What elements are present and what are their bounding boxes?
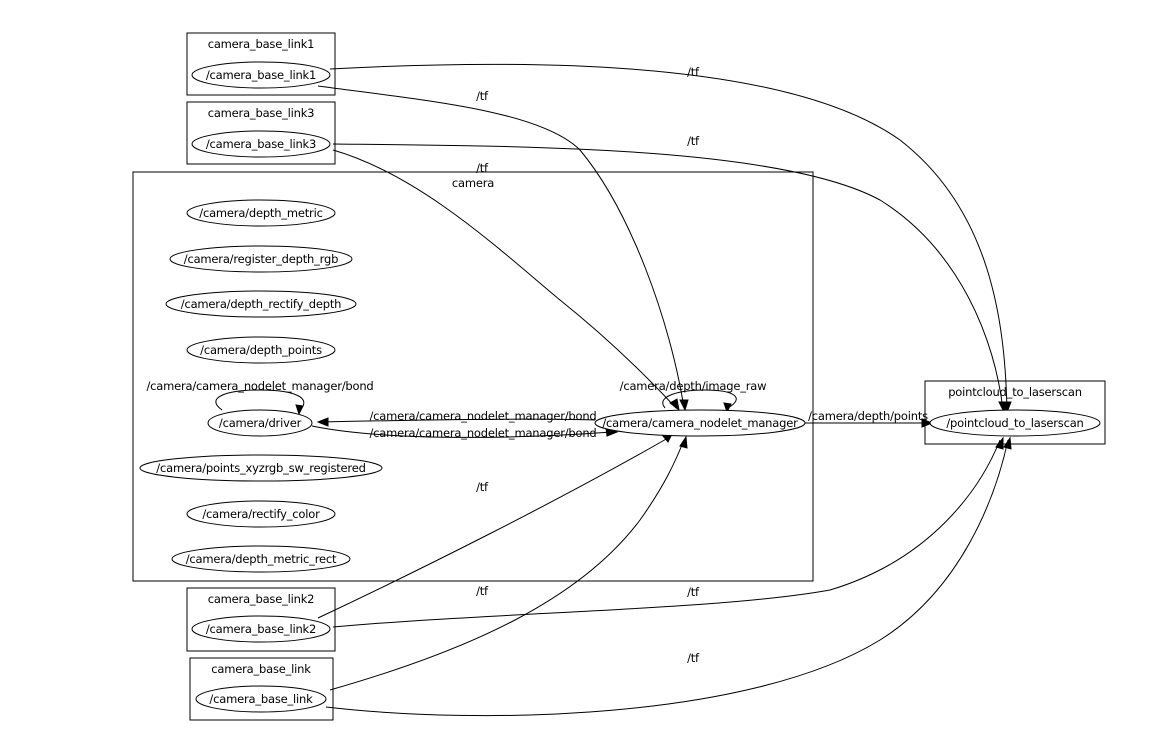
node-driver[interactable]: /camera/driver xyxy=(207,409,313,437)
node-label: /camera/points_xyzrgb_sw_registered xyxy=(156,461,365,475)
edge-tf-link3-to-pcl xyxy=(332,143,1004,411)
node-ellipse xyxy=(594,409,806,437)
edge-bond-driver-self xyxy=(215,389,305,411)
edge-label-depth-points: /camera/depth/points xyxy=(808,409,928,423)
cluster-box xyxy=(924,380,1106,445)
node-label: /camera/register_depth_rgb xyxy=(184,252,338,266)
arrowhead xyxy=(316,417,329,427)
arrowhead xyxy=(295,404,304,416)
cluster-box xyxy=(186,587,336,652)
node-label: /camera_base_link2 xyxy=(206,622,316,636)
node-label: /camera/depth_rectify_depth xyxy=(181,297,341,311)
edge-label-tf: /tf xyxy=(687,134,700,148)
edge-tf-link3-to-manager xyxy=(332,149,677,409)
cluster-box xyxy=(186,32,336,96)
cluster-camera-base-link3: camera_base_link3 xyxy=(186,101,336,165)
edge-label-tf: /tf xyxy=(687,65,700,79)
node-camera-base-link3[interactable]: /camera_base_link3 xyxy=(191,130,331,158)
edge-tf-link1-to-manager xyxy=(317,85,685,409)
edge-label-bond-to-driver: /camera/camera_nodelet_manager/bond xyxy=(369,409,596,423)
edge-bond-driver-to-manager xyxy=(311,425,613,438)
node-camera-base-link1[interactable]: /camera_base_link1 xyxy=(191,61,331,89)
arrowhead xyxy=(679,399,689,412)
cluster-label: camera xyxy=(452,176,494,190)
arrowhead xyxy=(998,401,1008,414)
node-ellipse xyxy=(195,685,327,713)
cluster-pointcloud-to-laserscan: pointcloud_to_laserscan xyxy=(924,380,1106,445)
node-ellipse xyxy=(139,454,383,482)
cluster-camera: camera xyxy=(132,171,814,582)
edge-bond-manager-to-driver xyxy=(319,418,596,423)
edge-label-tf: /tf xyxy=(476,480,489,494)
arrowhead xyxy=(921,418,934,428)
edge-tf-link2-to-manager xyxy=(317,437,669,619)
node-depth-metric-rect[interactable]: /camera/depth_metric_rect xyxy=(171,545,351,573)
node-ellipse xyxy=(207,409,313,437)
node-camera-base-link[interactable]: /camera_base_link xyxy=(195,685,327,713)
edge-label-tf: /tf xyxy=(687,585,700,599)
edge-label-tf: /tf xyxy=(476,161,489,175)
node-label: /camera/depth_metric xyxy=(199,206,322,220)
edge-tf-link1-to-pcl xyxy=(329,63,1008,411)
node-rectify-color[interactable]: /camera/rectify_color xyxy=(186,500,336,528)
arrowhead xyxy=(995,436,1004,450)
node-camera-nodelet-manager[interactable]: /camera/camera_nodelet_manager xyxy=(594,409,806,437)
edge-label-bond-to-manager: /camera/camera_nodelet_manager/bond xyxy=(369,426,596,440)
node-label: /camera/depth_points xyxy=(200,343,322,357)
cluster-camera-base-link1: camera_base_link1 xyxy=(186,32,336,96)
edge-label-bond-self: /camera/camera_nodelet_manager/bond xyxy=(146,379,373,393)
node-ellipse xyxy=(186,336,336,364)
arrowhead xyxy=(1003,436,1012,450)
cluster-box xyxy=(186,101,336,165)
edge-image-raw-self xyxy=(662,389,737,409)
edge-label-image-raw: /camera/depth/image_raw xyxy=(620,379,767,393)
edge-tf-base-to-manager xyxy=(329,439,685,691)
cluster-label: camera_base_link2 xyxy=(208,592,315,606)
node-depth-metric[interactable]: /camera/depth_metric xyxy=(186,199,336,227)
arrowhead xyxy=(723,402,732,414)
cluster-box xyxy=(132,171,814,582)
node-ellipse xyxy=(191,130,331,158)
edge-tf-link2-to-pcl xyxy=(332,439,1001,628)
node-pointcloud-to-laserscan[interactable]: /pointcloud_to_laserscan xyxy=(929,409,1101,437)
node-label: /camera_base_link xyxy=(209,692,313,706)
cluster-label: pointcloud_to_laserscan xyxy=(948,385,1082,399)
edge-label-tf: /tf xyxy=(476,89,489,103)
node-label: /camera/rectify_color xyxy=(202,507,320,521)
node-ellipse xyxy=(186,500,336,528)
node-ellipse xyxy=(929,409,1101,437)
node-label: /camera/camera_nodelet_manager xyxy=(602,416,798,430)
cluster-camera-base-link2: camera_base_link2 xyxy=(186,587,336,652)
node-ellipse xyxy=(191,615,331,643)
edge-label-tf: /tf xyxy=(687,651,700,665)
node-ellipse xyxy=(171,545,351,573)
node-label: /camera/driver xyxy=(219,416,302,430)
cluster-label: camera_base_link3 xyxy=(208,106,315,120)
cluster-label: camera_base_link1 xyxy=(208,37,315,51)
node-label: /pointcloud_to_laserscan xyxy=(946,416,1083,430)
node-ellipse xyxy=(165,290,357,318)
edge-tf-base-to-pcl xyxy=(325,439,1009,717)
cluster-label: camera_base_link xyxy=(211,662,311,676)
arrowhead xyxy=(679,435,688,449)
node-ellipse xyxy=(191,61,331,89)
node-ellipse xyxy=(186,199,336,227)
node-depth-points[interactable]: /camera/depth_points xyxy=(186,336,336,364)
edge-label-tf: /tf xyxy=(476,584,489,598)
arrowhead xyxy=(669,398,680,412)
node-label: /camera/depth_metric_rect xyxy=(186,552,337,566)
node-camera-base-link2[interactable]: /camera_base_link2 xyxy=(191,615,331,643)
node-label: /camera_base_link1 xyxy=(206,68,316,82)
node-label: /camera_base_link3 xyxy=(206,137,316,151)
node-ellipse xyxy=(169,245,353,273)
node-register-depth-rgb[interactable]: /camera/register_depth_rgb xyxy=(169,245,353,273)
node-points-xyzrgb-sw-registered[interactable]: /camera/points_xyzrgb_sw_registered xyxy=(139,454,383,482)
node-depth-rectify-depth[interactable]: /camera/depth_rectify_depth xyxy=(165,290,357,318)
